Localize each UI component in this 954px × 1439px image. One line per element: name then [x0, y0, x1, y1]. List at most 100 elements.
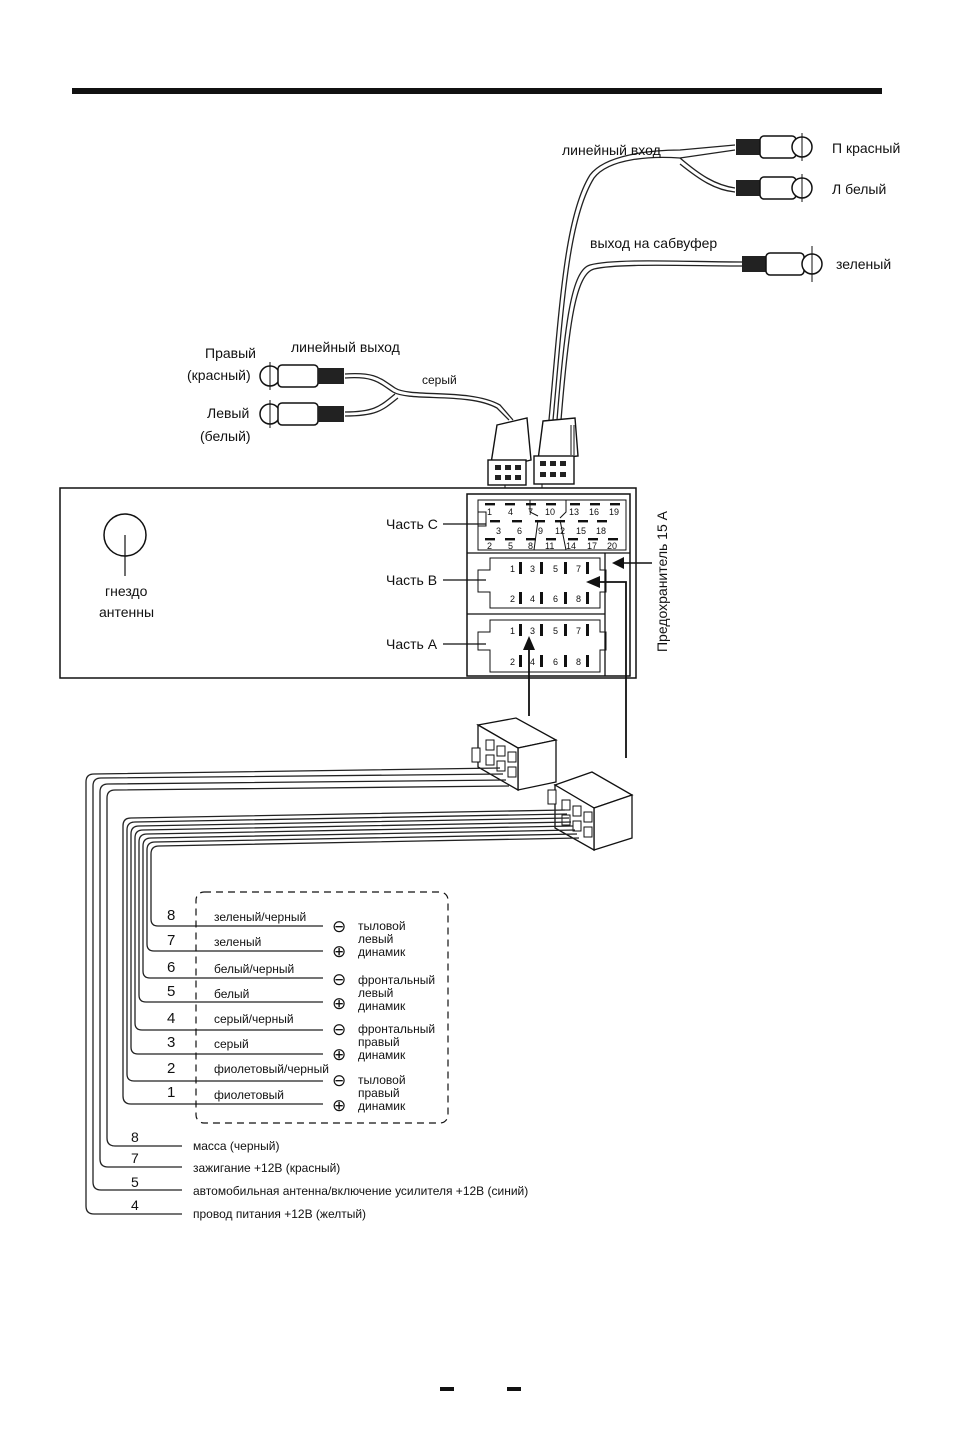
label-right-red-in: П красный — [832, 140, 900, 156]
wire-num-2: 2 — [167, 1060, 175, 1077]
label-right-color: (красный) — [187, 367, 251, 383]
minus-icon: ⊖ — [332, 917, 346, 936]
label-left: Левый — [207, 405, 249, 421]
power-desc-8: масса (черный) — [193, 1139, 279, 1153]
wire-color-3: серый — [214, 1037, 249, 1051]
label-part-a: Часть А — [386, 636, 438, 652]
pin-a6: 6 — [553, 657, 558, 667]
harness-connector-speakers — [547, 771, 634, 852]
pin-b8: 8 — [576, 594, 581, 604]
header-rule — [72, 88, 882, 94]
pin-a5: 5 — [553, 626, 558, 636]
speaker-rear-right-1: тыловой — [358, 1073, 406, 1087]
pin-c20: 20 — [607, 541, 617, 551]
label-left-white-in: Л белый — [832, 181, 886, 197]
wire-color-4: серый/черный — [214, 1012, 294, 1026]
wire-num-8: 8 — [167, 907, 175, 924]
part-c-bars — [485, 503, 620, 541]
power-num-7: 7 — [131, 1150, 139, 1166]
pin-c1: 1 — [487, 507, 492, 517]
label-green: зеленый — [836, 256, 891, 272]
minus-icon: ⊖ — [332, 970, 346, 989]
speaker-rear-left-3: динамик — [358, 945, 406, 959]
plus-icon: ⊕ — [332, 994, 346, 1013]
label-grey: серый — [422, 373, 457, 387]
harness-connector-power — [471, 717, 558, 792]
pin-c15: 15 — [576, 526, 586, 536]
pin-a3: 3 — [530, 626, 535, 636]
wire-num-5: 5 — [167, 983, 175, 1000]
pin-b6: 6 — [553, 594, 558, 604]
pin-b4: 4 — [530, 594, 535, 604]
pin-c3: 3 — [496, 526, 501, 536]
pin-c11: 11 — [545, 541, 554, 551]
input-connector — [533, 417, 579, 506]
label-right: Правый — [205, 345, 256, 361]
speaker-front-left-2: левый — [358, 986, 393, 1000]
rca-plug-left-out — [259, 400, 344, 428]
speaker-rear-right-3: динамик — [358, 1099, 406, 1113]
wire-num-7: 7 — [167, 932, 175, 949]
minus-icon: ⊖ — [332, 1020, 346, 1039]
speaker-rear-left-1: тыловой — [358, 919, 406, 933]
rca-plug-right-red-in — [736, 133, 813, 161]
output-connector — [487, 417, 532, 506]
label-left-color: (белый) — [200, 428, 251, 444]
power-desc-7: зажигание +12В (красный) — [193, 1161, 340, 1175]
pin-c12: 12 — [555, 526, 565, 536]
pin-c8: 8 — [528, 541, 533, 551]
pin-c10: 10 — [545, 507, 555, 517]
speaker-front-left-3: динамик — [358, 999, 406, 1013]
power-num-5: 5 — [131, 1174, 139, 1190]
speaker-front-right-1: фронтальный — [358, 1022, 435, 1036]
pin-c13: 13 — [569, 507, 579, 517]
plus-icon: ⊕ — [332, 942, 346, 961]
wire-color-7: зеленый — [214, 935, 261, 949]
pin-b1: 1 — [510, 564, 515, 574]
speaker-front-right-2: правый — [358, 1035, 400, 1049]
speaker-rear-right-2: правый — [358, 1086, 400, 1100]
label-antenna-2: антенны — [99, 604, 154, 620]
part-ab-bars — [519, 562, 589, 667]
power-num-8: 8 — [131, 1129, 139, 1145]
speaker-group-box — [195, 891, 449, 1124]
pin-c16: 16 — [589, 507, 599, 517]
rca-plug-subwoofer — [742, 246, 823, 282]
pin-a4: 4 — [530, 657, 535, 667]
pin-b7: 7 — [576, 564, 581, 574]
wire-num-4: 4 — [167, 1010, 175, 1027]
pin-b5: 5 — [553, 564, 558, 574]
pin-c14: 14 — [566, 541, 576, 551]
pin-c19: 19 — [609, 507, 619, 517]
pin-a1: 1 — [510, 626, 515, 636]
polarity-symbols: ⊖ ⊕ ⊖ ⊕ ⊖ ⊕ ⊖ ⊕ — [332, 917, 346, 1115]
label-line-in: линейный вход — [562, 142, 661, 158]
pin-c4: 4 — [508, 507, 513, 517]
minus-icon: ⊖ — [332, 1071, 346, 1090]
label-part-c: Часть С — [386, 516, 438, 532]
speaker-front-right-3: динамик — [358, 1048, 406, 1062]
power-wire-labels: 8 масса (черный) 7 зажигание +12В (красн… — [131, 1129, 528, 1221]
wire-num-3: 3 — [167, 1034, 175, 1051]
speaker-rear-left-2: левый — [358, 932, 393, 946]
wire-color-2: фиолетовый/черный — [214, 1062, 329, 1076]
pin-c7: 7 — [528, 507, 533, 517]
plus-icon: ⊕ — [332, 1096, 346, 1115]
wire-num-1: 1 — [167, 1084, 175, 1101]
pin-c18: 18 — [596, 526, 606, 536]
footer-dash-left — [440, 1387, 454, 1391]
pin-c2: 2 — [487, 541, 492, 551]
wire-color-1: фиолетовый — [214, 1088, 284, 1102]
pin-c6: 6 — [517, 526, 522, 536]
power-desc-5: автомобильная антенна/включение усилител… — [193, 1184, 528, 1198]
wire-color-5: белый — [214, 987, 249, 1001]
connector-block: 1 4 7 10 13 16 19 3 6 9 12 15 18 2 5 8 1… — [466, 493, 631, 677]
rca-output-cables — [344, 372, 514, 421]
speaker-descriptions: тыловой левый динамик фронтальный левый … — [358, 919, 435, 1113]
wire-num-6: 6 — [167, 959, 175, 976]
rca-plug-right-out — [259, 362, 344, 390]
power-wires — [85, 767, 510, 1215]
power-desc-4: провод питания +12В (желтый) — [193, 1207, 366, 1221]
pin-c17: 17 — [587, 541, 597, 551]
